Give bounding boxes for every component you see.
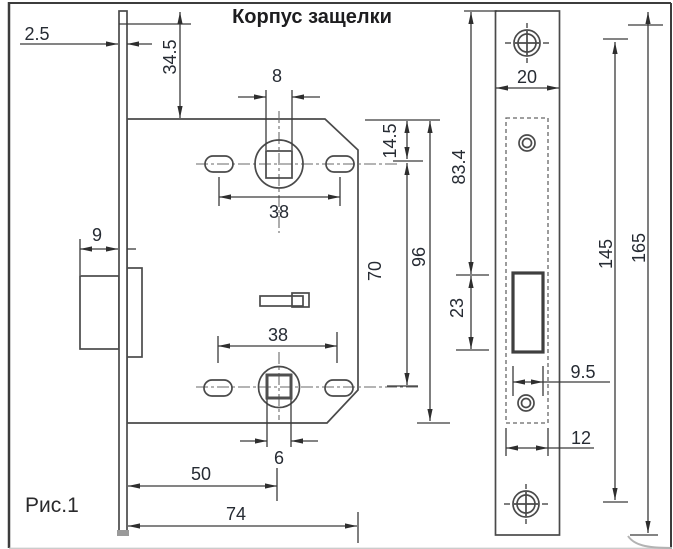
- dim-label-opening-width: 9.5: [570, 362, 595, 382]
- dim-label-body-depth: 74: [226, 504, 246, 524]
- dim-hole-spacing-upper: 38: [218, 177, 341, 222]
- dim-body-top-offset: 34.5: [119, 12, 191, 118]
- lower-spindle-square: [265, 373, 293, 400]
- lock-body-outline: [126, 118, 359, 424]
- upper-spindle-hub: [254, 139, 304, 189]
- dim-vertical-stack-side: 14.5 70 96: [365, 119, 450, 424]
- dim-label-lower-square: 6: [274, 448, 284, 468]
- dim-plate-thickness: 2.5: [20, 24, 152, 47]
- dim-label-plate-thickness: 2.5: [24, 24, 49, 44]
- bottom-screw-hole: [504, 484, 548, 524]
- dim-label-spindle-square-upper: 8: [272, 66, 282, 86]
- latch-opening: [511, 271, 545, 354]
- bolt-guide-block: [126, 267, 143, 358]
- dim-label-plate-width: 20: [517, 67, 537, 87]
- lower-spindle-hub: [257, 365, 301, 409]
- page-frame: [7, 2, 673, 549]
- dim-label-spindle-spacing: 70: [365, 261, 385, 281]
- dim-label-opening-height: 23: [447, 298, 467, 318]
- stop-detail-end: [291, 292, 310, 308]
- upper-right-slot: [325, 155, 355, 173]
- dim-screw-spacing: 145: [596, 38, 628, 503]
- dim-label-hole-spacing-upper: 38: [269, 202, 289, 222]
- dim-plate-height: 165: [628, 12, 663, 536]
- lower-rivet: [517, 394, 535, 412]
- dim-body-width-front: 12: [505, 428, 594, 456]
- dim-opening-height: 23: [447, 274, 489, 351]
- dim-hole-spacing-lower: 38: [217, 325, 338, 363]
- dim-label-body-width-front: 12: [571, 428, 591, 448]
- upper-rivet: [518, 134, 536, 152]
- dim-label-plate-height: 165: [629, 233, 649, 263]
- faceplate-bottom-cap: [117, 530, 129, 536]
- figure-caption: Рис.1: [25, 494, 79, 517]
- dim-opening-width: 9.5: [512, 362, 610, 396]
- rounded-corner-curve: [627, 535, 673, 549]
- drawing-title: Корпус защелки: [232, 6, 392, 28]
- faceplate-edge-view: [118, 10, 128, 536]
- upper-spindle-square: [265, 150, 293, 179]
- dim-backset: 50: [128, 464, 278, 501]
- dim-label-body-top-offset: 34.5: [160, 39, 180, 74]
- upper-left-slot: [204, 155, 234, 173]
- dim-spindle-square-upper: 8: [238, 66, 320, 150]
- top-screw-hole: [505, 23, 549, 63]
- dim-bolt-depth: 9: [79, 225, 136, 275]
- dim-body-depth: 74: [128, 504, 359, 543]
- dim-plate-width: 20: [496, 67, 559, 91]
- dim-label-bolt-depth: 9: [92, 225, 102, 245]
- dim-label-upper-hole-offset: 14.5: [380, 123, 400, 158]
- dim-label-screw-spacing: 145: [596, 239, 616, 269]
- hidden-body-outline: [505, 117, 549, 424]
- dim-label-backset: 50: [191, 464, 211, 484]
- dim-label-hole-spacing-lower: 38: [268, 325, 288, 345]
- dim-label-body-height: 96: [409, 247, 429, 267]
- stop-detail: [259, 295, 304, 307]
- lower-left-slot: [203, 379, 233, 397]
- lower-right-slot: [324, 379, 354, 397]
- dim-strike-top-to-opening: 83.4: [449, 10, 497, 274]
- faceplate-front-view: [494, 10, 561, 536]
- dim-lower-square: 6: [240, 399, 318, 468]
- latch-bolt: [79, 275, 120, 350]
- dim-label-strike-top-to-opening: 83.4: [449, 149, 469, 184]
